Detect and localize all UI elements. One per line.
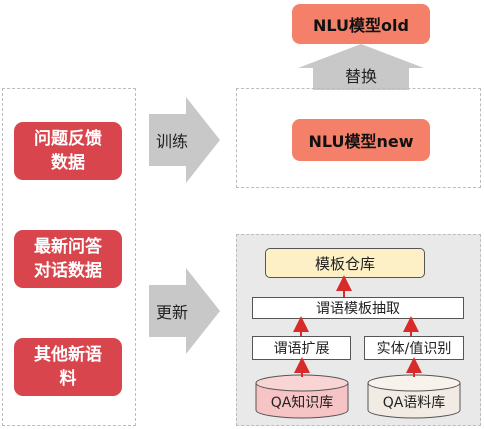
nlu-model-new-box: NLU模型new [292,119,430,161]
qa-corpus-db-label: QA语料库 [382,395,446,411]
predicate-expand-box: 谓语扩展 [252,336,351,360]
entity-recognize-box: 实体/值识别 [364,336,464,360]
training-frame [236,88,481,188]
template-store-box: 模板仓库 [265,248,425,278]
nlu-model-old-label: NLU模型old [313,16,409,35]
train-label: 训练 [155,132,188,151]
nlu-model-old-box: NLU模型old [292,4,430,44]
qa-knowledge-db-label: QA知识库 [270,395,334,411]
update-label: 更新 [155,303,188,322]
entity-recognize-label: 实体/值识别 [376,341,452,357]
data-source-latest-qa: 最新问答 对话数据 [14,230,122,288]
predicate-expand-label: 谓语扩展 [273,341,330,357]
data-source-other-corpus: 其他新语 料 [14,338,122,396]
template-store-label: 模板仓库 [314,254,375,273]
template-extract-label: 谓语模板抽取 [316,301,400,317]
nlu-model-new-label: NLU模型new [308,132,414,151]
template-extract-box: 谓语模板抽取 [252,297,464,319]
data-source-feedback: 问题反馈 数据 [14,122,122,180]
replace-label: 替换 [344,67,377,86]
data-sources-frame [2,88,136,426]
